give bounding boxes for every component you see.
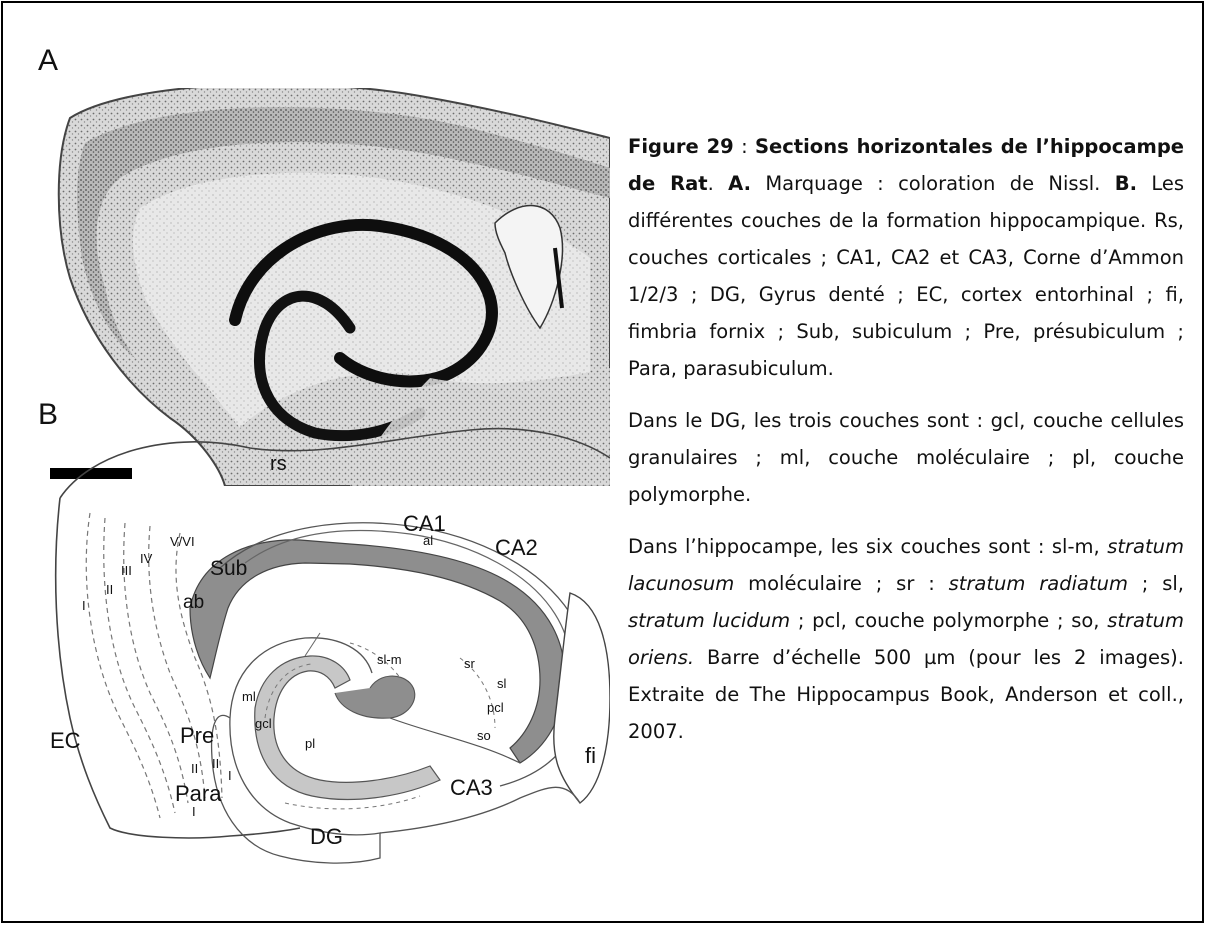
caption-p3-text-b: moléculaire ; sr : <box>734 572 948 595</box>
label-iv: IV <box>140 551 153 566</box>
label-ca3: CA3 <box>450 775 493 800</box>
caption-paragraph-1: Figure 29 : Sections horizontales de l’h… <box>628 128 1184 387</box>
label-ml: ml <box>242 689 256 704</box>
label-ab: ab <box>183 592 204 613</box>
label-para: Para <box>175 781 222 806</box>
label-ca2: CA2 <box>495 535 538 560</box>
label-rs: rs <box>270 453 287 475</box>
caption-paragraph-3: Dans l’hippocampe, les six couches sont … <box>628 528 1184 750</box>
label-i-pre: I <box>228 768 232 783</box>
label-v-vi: V/VI <box>170 534 195 549</box>
figure-caption: Figure 29 : Sections horizontales de l’h… <box>628 128 1184 765</box>
label-ii-pre: II <box>212 756 219 771</box>
label-al: al <box>423 533 433 548</box>
label-sl: sl <box>497 676 507 691</box>
caption-a-label: A. <box>728 172 751 195</box>
label-pl: pl <box>305 736 315 751</box>
label-i: I <box>82 598 86 613</box>
caption-p3-italic-2: stratum radiatum <box>949 572 1128 595</box>
caption-colon: : <box>734 135 755 158</box>
label-ii: II <box>106 582 113 597</box>
caption-p3-text-e: Barre d’échelle 500 µm (pour les 2 image… <box>628 646 1184 743</box>
figure-number: Figure 29 <box>628 135 734 158</box>
label-so: so <box>477 728 491 743</box>
caption-paragraph-2: Dans le DG, les trois couches sont : gcl… <box>628 402 1184 513</box>
label-pcl: pcl <box>487 700 504 715</box>
caption-a-text: Marquage : coloration de Nissl. <box>751 172 1115 195</box>
caption-p3-text-d: ; pcl, couche polymorphe ; so, <box>790 609 1107 632</box>
caption-p3-text-c: ; sl, <box>1128 572 1184 595</box>
label-sub: Sub <box>210 557 247 580</box>
label-ii-para: II <box>191 761 198 776</box>
label-i-para: I <box>192 804 196 819</box>
caption-p3-text-a: Dans l’hippocampe, les six couches sont … <box>628 535 1107 558</box>
label-dg: DG <box>310 824 343 849</box>
caption-dot: . <box>708 172 729 195</box>
caption-p3-italic-3: stratum lucidum <box>628 609 790 632</box>
label-iii: III <box>121 563 132 578</box>
caption-b-label: B. <box>1115 172 1137 195</box>
label-gcl: gcl <box>255 716 272 731</box>
panel-a-letter: A <box>38 44 58 78</box>
hippocampal-layers-diagram: rs CA1 CA2 al Sub ab V/VI IV III II I EC… <box>50 418 610 870</box>
label-pre: Pre <box>180 723 214 748</box>
label-sr: sr <box>464 656 476 671</box>
label-sl-m: sl-m <box>377 652 402 667</box>
caption-b-text: Les différentes couches de la formation … <box>628 172 1184 380</box>
label-ec: EC <box>50 728 81 753</box>
label-fi: fi <box>585 743 596 768</box>
